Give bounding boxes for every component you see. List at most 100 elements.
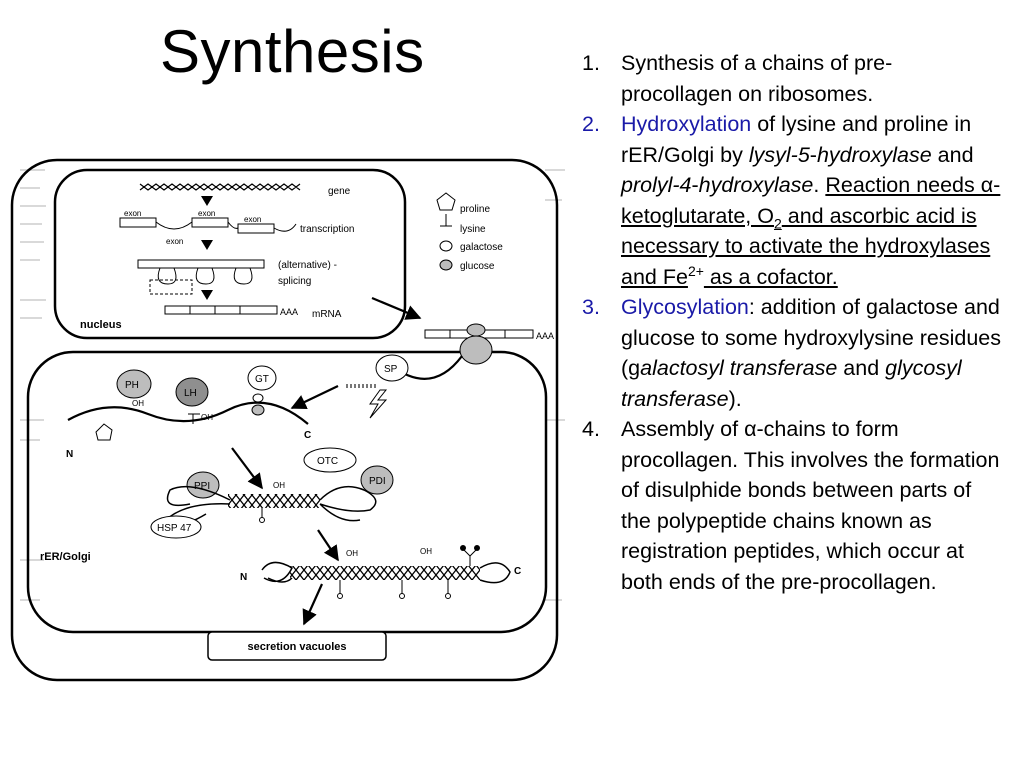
step-3-enzyme-b: glycosyl transferase [621, 356, 962, 411]
step-3-text-c: ). [728, 386, 742, 411]
polypeptide-chain [67, 401, 309, 425]
legend-lysine: lysine [460, 224, 486, 235]
label-exon-d: exon [166, 237, 183, 246]
synthesis-steps-list: 1. Synthesis of a chains of pre-procolla… [582, 48, 1002, 597]
step-2-superscript: 2+ [687, 262, 704, 279]
step-3-highlight: Glycosylation [621, 295, 749, 319]
proline-legend-icon [436, 192, 456, 211]
step-2-text-d: - [691, 173, 699, 197]
procollagen-n-globule [261, 561, 293, 583]
label-oh-5: OH [420, 547, 432, 556]
step-2-text-e: . [813, 173, 826, 197]
lysine-legend-icon [440, 214, 452, 227]
cleavage-bolt [369, 389, 388, 419]
label-exon-a: exon [124, 209, 141, 218]
label-transcription: transcription [300, 224, 354, 235]
splice-loops [157, 267, 253, 285]
legend-proline: proline [460, 204, 490, 215]
label-sp: SP [384, 364, 398, 375]
step-3-enzyme-a: alactosyl transferase [640, 356, 838, 380]
gt-enzyme [247, 365, 277, 391]
label-splicing-2: splicing [278, 276, 311, 287]
step-2-enzyme-a: lysyl-5 [748, 142, 810, 167]
sp-bubble [375, 354, 409, 382]
step-3-text-b: and [837, 356, 886, 380]
ribosome-large-subunit [459, 335, 493, 365]
triple-helix-2 [290, 566, 480, 580]
gene-dna-strand [139, 183, 301, 191]
chains-right-loops [319, 485, 377, 522]
step-2-enzyme-a-suffix: hydroxylase [816, 142, 932, 167]
step-2-enzyme-b-suffix: hydroxylase [698, 173, 814, 197]
label-gene: gene [328, 186, 351, 197]
step-2-subscript: 2 [773, 214, 782, 231]
slide-title: Synthesis [160, 18, 425, 85]
rer-golgi-compartment [26, 350, 548, 634]
label-ph: PH [125, 380, 139, 391]
ph-enzyme [116, 369, 152, 399]
label-gt: GT [255, 374, 269, 385]
label-n-2: N [240, 572, 247, 583]
arrow-to-secretion [302, 583, 324, 626]
label-oh-4: OH [346, 549, 358, 558]
step-4: 4. Assembly of α-chains to form procolla… [582, 414, 1002, 597]
label-ppi: PPI [194, 481, 210, 492]
label-splicing-1: (alternative) - [278, 260, 337, 271]
arrow-down-1 [201, 196, 213, 206]
triple-helix-1 [228, 494, 320, 508]
legend-galactose: galactose [460, 242, 503, 253]
procollagen-c-globule [479, 562, 511, 584]
label-c-1: C [304, 430, 311, 441]
step-2-number: 2. [582, 112, 600, 136]
otc-bubble [303, 447, 357, 473]
arrow-down-2 [201, 240, 213, 250]
label-oh-1: OH [132, 399, 144, 408]
intron-loop [155, 221, 297, 232]
arrow-to-assembly [231, 447, 263, 490]
label-mrna: mRNA [312, 309, 342, 320]
arrow-to-procollagen [317, 529, 339, 562]
step-3-text-a: : addition of galactose and glucose to s… [621, 295, 1002, 380]
label-secretion: secretion vacuoles [247, 641, 346, 653]
step-2-text-b: - [809, 142, 817, 167]
label-n-1: N [66, 449, 73, 460]
splice-bar [137, 259, 265, 269]
exon-box-3 [237, 223, 275, 234]
scan-background-texture [20, 169, 565, 601]
lh-enzyme [175, 377, 209, 407]
label-pdi: PDI [369, 476, 386, 487]
pdi-enzyme [360, 465, 394, 495]
step-2-requirement-b: and ascorbic acid is necessary to activa… [621, 203, 991, 289]
ribosome-small-subunit [466, 323, 486, 337]
label-oh-3: OH [273, 481, 285, 490]
exon-box-2 [191, 217, 229, 228]
step-3: 3. Glycosylation: addition of galactose … [582, 292, 1002, 414]
step-2-enzyme-b: prolyl-4 [621, 173, 692, 197]
step-1-text: Synthesis of a chains of pre-procollagen… [621, 51, 893, 106]
secretion-vacuoles-box [207, 631, 387, 661]
arrow-to-chain [290, 385, 339, 409]
nucleus-compartment [53, 168, 407, 340]
collagen-synthesis-diagram: gene exon exon exon exon transcription (… [10, 158, 565, 682]
step-4-number: 4. [582, 417, 600, 441]
step-2: 2. Hydroxylation of lysine and proline i… [582, 109, 1002, 292]
label-rer-golgi: rER/Golgi [40, 551, 91, 563]
proline-on-chain [95, 423, 113, 441]
hsp47-bubble [150, 515, 202, 539]
arrow-to-ribosome [371, 296, 422, 320]
cell-outline [10, 158, 559, 682]
mrna-strand [164, 305, 278, 315]
splice-dashed-box [149, 279, 193, 295]
label-exon-c: exon [244, 215, 261, 224]
arrow-down-3 [201, 290, 213, 300]
step-2-text-c: and [931, 142, 974, 167]
step-2-text-a: of lysine and proline in rER/Golgi by [621, 112, 972, 167]
label-c-2: C [514, 566, 521, 577]
step-2-requirement-a: Reaction needs α-ketoglutarate, O [621, 173, 1001, 228]
glucose-legend-icon [439, 259, 453, 271]
step-2-highlight: Hydroxylation [621, 112, 752, 136]
label-otc: OTC [317, 456, 338, 467]
label-aaa-1: AAA [280, 307, 298, 317]
label-nucleus: nucleus [80, 319, 122, 331]
label-lh: LH [184, 388, 197, 399]
